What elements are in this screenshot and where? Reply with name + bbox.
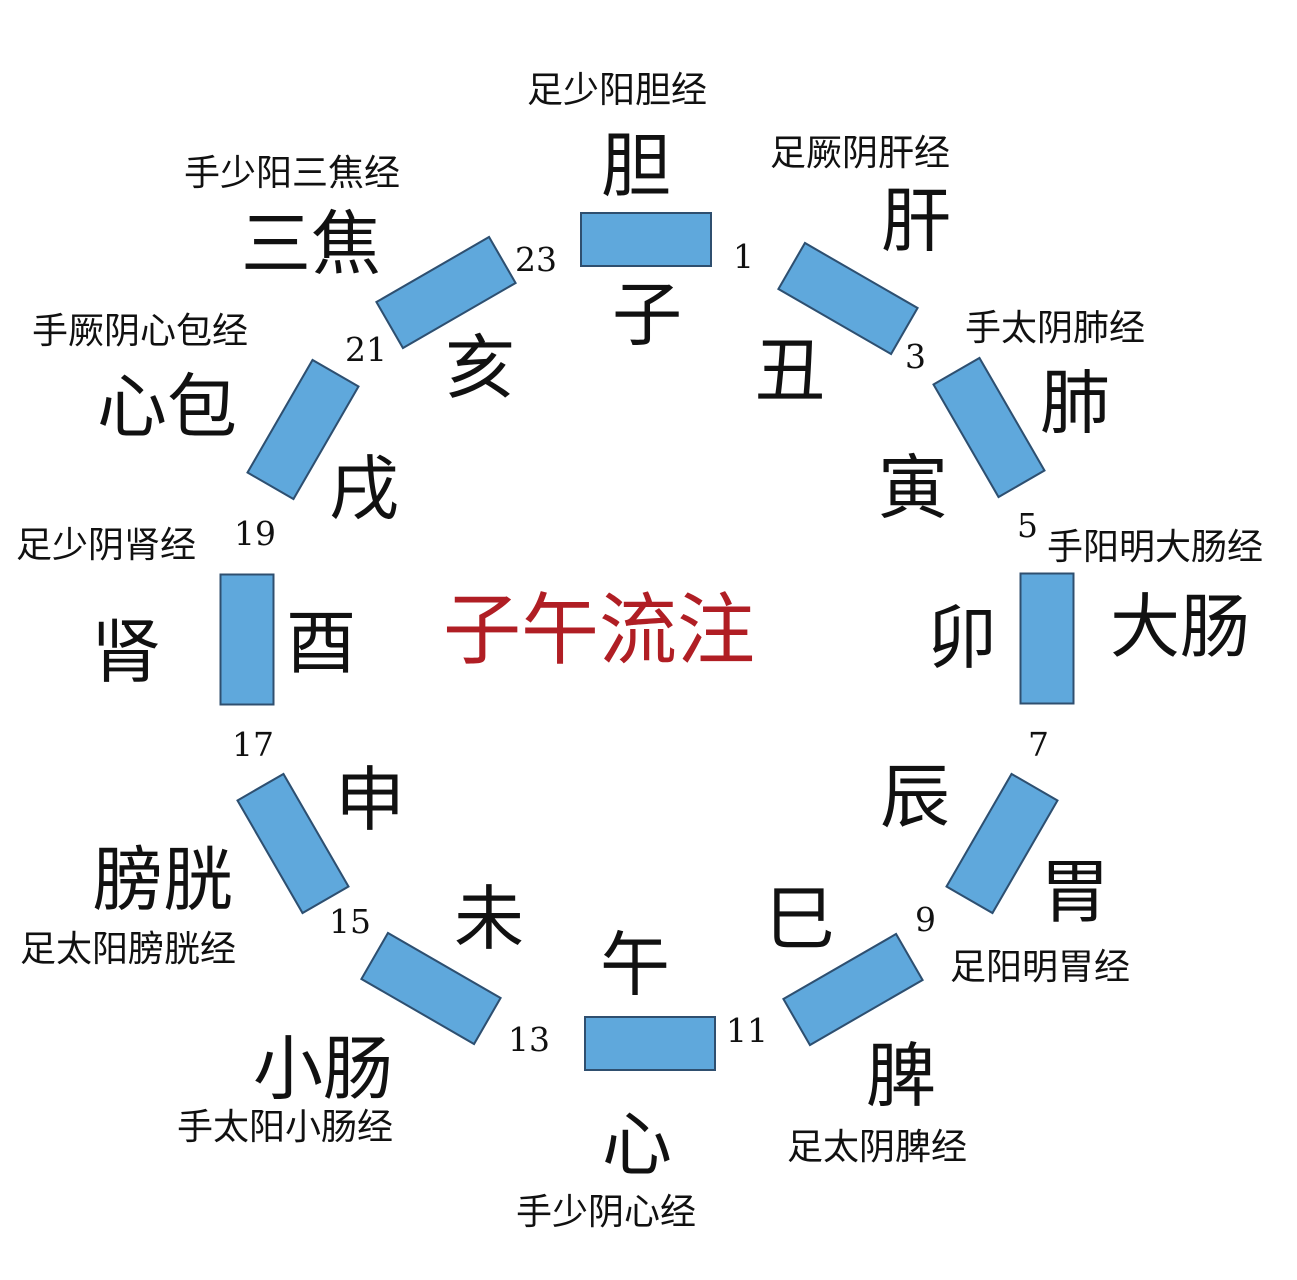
meridian-label: 手太阴肺经 [965,308,1146,349]
branch-label: 辰 [880,756,950,838]
branch-label: 寅 [878,447,948,529]
clock-segment [932,356,1046,499]
clock-segment [580,212,712,267]
meridian-label: 手厥阴心包经 [32,311,249,352]
meridian-label: 足太阴脾经 [787,1127,968,1168]
meridian-label: 足厥阴肝经 [770,133,951,174]
organ-label: 肺 [1040,362,1110,444]
meridian-label: 足太阳膀胱经 [20,929,237,970]
meridian-label: 手少阳三焦经 [184,153,401,194]
meridian-label: 足阳明胃经 [950,947,1131,988]
organ-label: 心包 [97,366,237,448]
branch-label: 酉 [286,602,356,684]
organ-label: 胃 [1040,851,1110,933]
branch-label: 申 [335,759,405,841]
organ-label: 脾 [866,1035,936,1117]
meridian-label: 手少阴心经 [516,1192,697,1233]
organ-label: 小肠 [253,1028,393,1110]
branch-label: 子 [612,274,682,356]
hour-label: 19 [234,514,276,553]
branch-label: 亥 [445,327,515,409]
hour-label: 17 [232,725,274,764]
meridian-label: 足少阳胆经 [527,70,708,111]
organ-label: 心 [602,1104,672,1186]
hour-label: 5 [1017,506,1038,545]
hour-label: 9 [915,900,936,939]
meridian-label: 手太阳小肠经 [177,1107,394,1148]
organ-label: 肾 [91,611,161,693]
hour-label: 13 [508,1020,550,1059]
hour-label: 23 [515,240,557,279]
organ-label: 肝 [881,180,951,262]
branch-label: 未 [454,878,524,960]
diagram-title: 子午流注 [443,586,756,676]
organ-label: 胆 [601,125,671,207]
branch-label: 戌 [329,448,399,530]
organ-label: 大肠 [1110,586,1250,668]
clock-segment [219,573,275,706]
branch-label: 丑 [755,330,825,412]
hour-label: 1 [733,237,754,276]
branch-label: 卯 [927,597,997,679]
hour-label: 7 [1028,725,1049,764]
organ-label: 三焦 [241,203,381,285]
hour-label: 3 [905,337,926,376]
meridian-label: 手阳明大肠经 [1047,527,1264,568]
hour-label: 15 [329,902,371,941]
hour-label: 11 [726,1011,768,1050]
branch-label: 巳 [765,878,835,960]
organ-label: 膀胱 [93,839,233,921]
clock-segment [236,772,350,915]
meridian-label: 足少阴肾经 [16,525,197,566]
clock-segment [584,1016,716,1071]
hour-label: 21 [345,330,387,369]
branch-label: 午 [600,924,670,1006]
clock-segment [1019,572,1075,705]
